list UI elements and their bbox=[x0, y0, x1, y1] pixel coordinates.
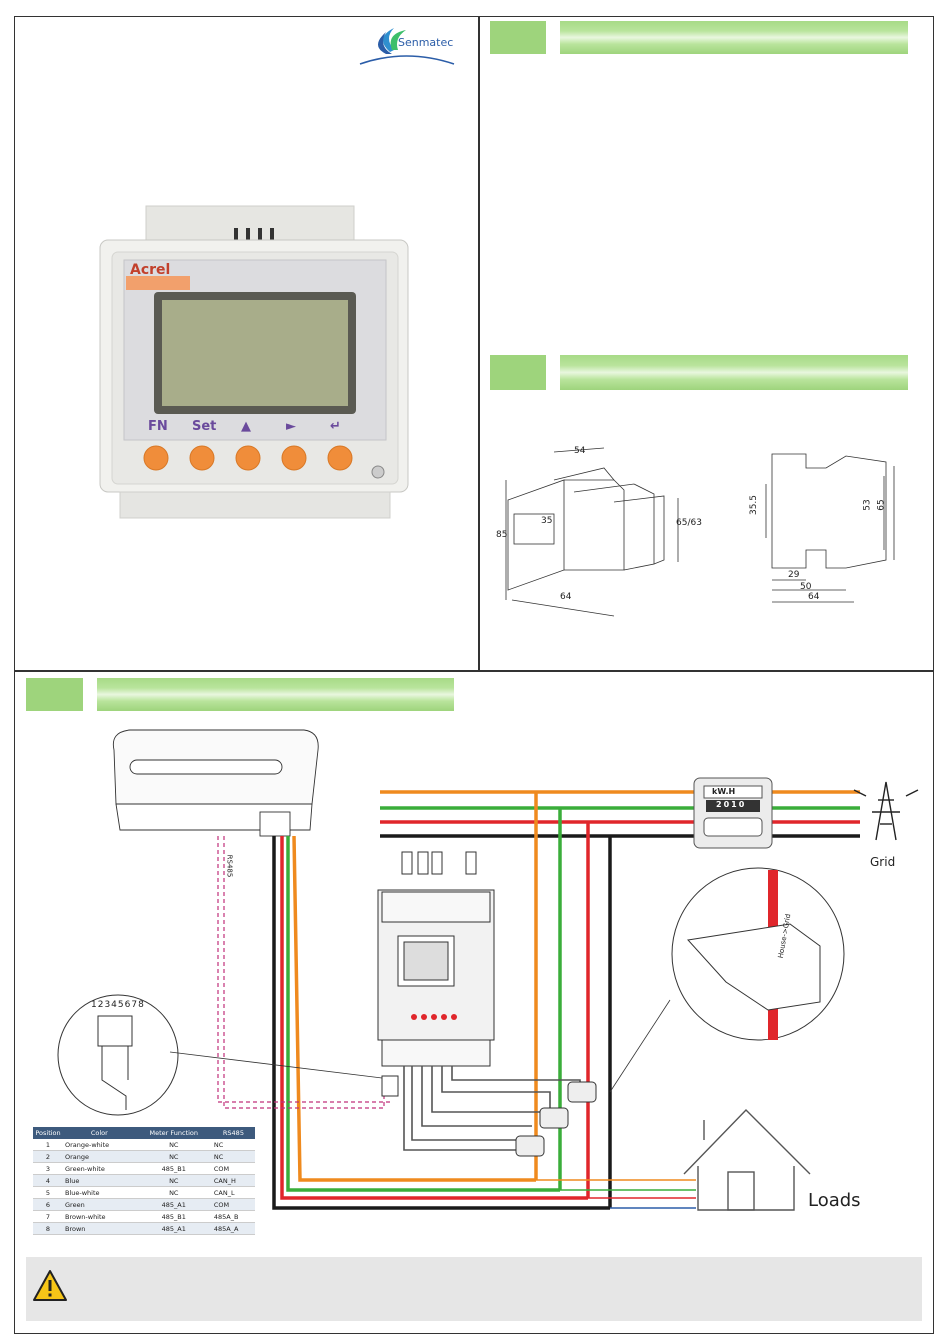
dim-side-outer: 65 bbox=[876, 499, 887, 511]
section-header-bar-1 bbox=[560, 21, 908, 54]
grid-label: Grid bbox=[870, 855, 896, 869]
cell: Green-white bbox=[63, 1162, 136, 1175]
key-right: ► bbox=[286, 419, 296, 434]
kwh-label: kW.H bbox=[712, 787, 736, 796]
dim-side-bottom-1: 29 bbox=[788, 570, 800, 580]
dim-iso-bottom: 64 bbox=[560, 592, 572, 602]
dim-iso-top: 54 bbox=[574, 446, 586, 456]
loads-label: Loads bbox=[808, 1190, 861, 1211]
cell: Brown bbox=[63, 1222, 136, 1235]
cell: COM bbox=[211, 1162, 255, 1175]
warning-icon bbox=[33, 1270, 67, 1301]
cell: Blue-white bbox=[63, 1186, 136, 1199]
cell: NC bbox=[135, 1186, 212, 1199]
cell: 2 bbox=[33, 1150, 63, 1163]
section-divider bbox=[14, 670, 934, 672]
pin-table-header: Position Color Meter Function RS485 bbox=[33, 1127, 255, 1139]
cell: 1 bbox=[33, 1139, 63, 1151]
cell: 8 bbox=[33, 1222, 63, 1235]
section-header-bar-3 bbox=[97, 678, 454, 711]
section-tab-1 bbox=[490, 21, 546, 54]
cell: NC bbox=[135, 1150, 212, 1163]
key-fn: FN bbox=[148, 419, 168, 434]
cell: 485_A1 bbox=[135, 1222, 212, 1235]
cell: 485_B1 bbox=[135, 1210, 212, 1223]
header-position: Position bbox=[33, 1127, 63, 1139]
wiring-diagram bbox=[57, 729, 919, 1211]
header-rs485: RS485 bbox=[211, 1127, 255, 1139]
cell: 7 bbox=[33, 1210, 63, 1223]
cell: 485_A1 bbox=[135, 1198, 212, 1211]
cell: 3 bbox=[33, 1162, 63, 1175]
cell: 5 bbox=[33, 1186, 63, 1199]
senmatec-logo bbox=[359, 28, 455, 65]
cell: COM bbox=[211, 1198, 255, 1211]
section-tab-2 bbox=[490, 355, 546, 390]
dim-side-bottom-2: 50 bbox=[800, 582, 812, 592]
cell: Orange bbox=[63, 1150, 136, 1163]
cell: Green bbox=[63, 1198, 136, 1211]
cell: CAN_H bbox=[211, 1174, 255, 1187]
dim-iso-inner: 35 bbox=[541, 516, 553, 526]
section-header-bar-2 bbox=[560, 355, 908, 390]
rj45-pin-numbers: 12345678 bbox=[91, 1000, 145, 1010]
side-dimension-drawing bbox=[765, 453, 895, 603]
logo-text: Senmatec bbox=[398, 36, 454, 49]
meter-product-photo bbox=[99, 205, 409, 519]
dim-side-left: 35.5 bbox=[749, 494, 760, 516]
cell: CAN_L bbox=[211, 1186, 255, 1199]
rs485-label: RS485 bbox=[225, 854, 234, 878]
key-enter: ↵ bbox=[330, 419, 341, 434]
warning-panel bbox=[26, 1257, 922, 1321]
cell: 485A_A bbox=[211, 1222, 255, 1235]
cell: NC bbox=[211, 1150, 255, 1163]
key-up: ▲ bbox=[241, 419, 251, 434]
meter-brand: Acrel bbox=[130, 262, 171, 278]
section-tab-3 bbox=[26, 678, 83, 711]
dim-side-bottom-3: 64 bbox=[808, 592, 820, 602]
dim-side-inner: 53 bbox=[862, 499, 873, 511]
kwh-digits: 2010 bbox=[716, 800, 747, 809]
cell: NC bbox=[135, 1174, 212, 1187]
cell: 485A_B bbox=[211, 1210, 255, 1223]
cell: NC bbox=[211, 1139, 255, 1151]
header-meter-function: Meter Function bbox=[135, 1127, 212, 1139]
cell: Orange-white bbox=[63, 1139, 136, 1151]
cell: Blue bbox=[63, 1174, 136, 1187]
cell: NC bbox=[135, 1139, 212, 1151]
cell: 4 bbox=[33, 1174, 63, 1187]
column-divider bbox=[478, 16, 480, 670]
page-frame bbox=[14, 16, 934, 1334]
cell: 485_B1 bbox=[135, 1162, 212, 1175]
cell: Brown-white bbox=[63, 1210, 136, 1223]
inverter bbox=[112, 729, 319, 837]
key-set: Set bbox=[192, 419, 217, 434]
cell: 6 bbox=[33, 1198, 63, 1211]
dim-iso-left: 85 bbox=[496, 530, 508, 540]
header-color: Color bbox=[63, 1127, 136, 1139]
isometric-dimension-drawing bbox=[505, 447, 679, 617]
dim-iso-right: 65/63 bbox=[676, 518, 702, 528]
